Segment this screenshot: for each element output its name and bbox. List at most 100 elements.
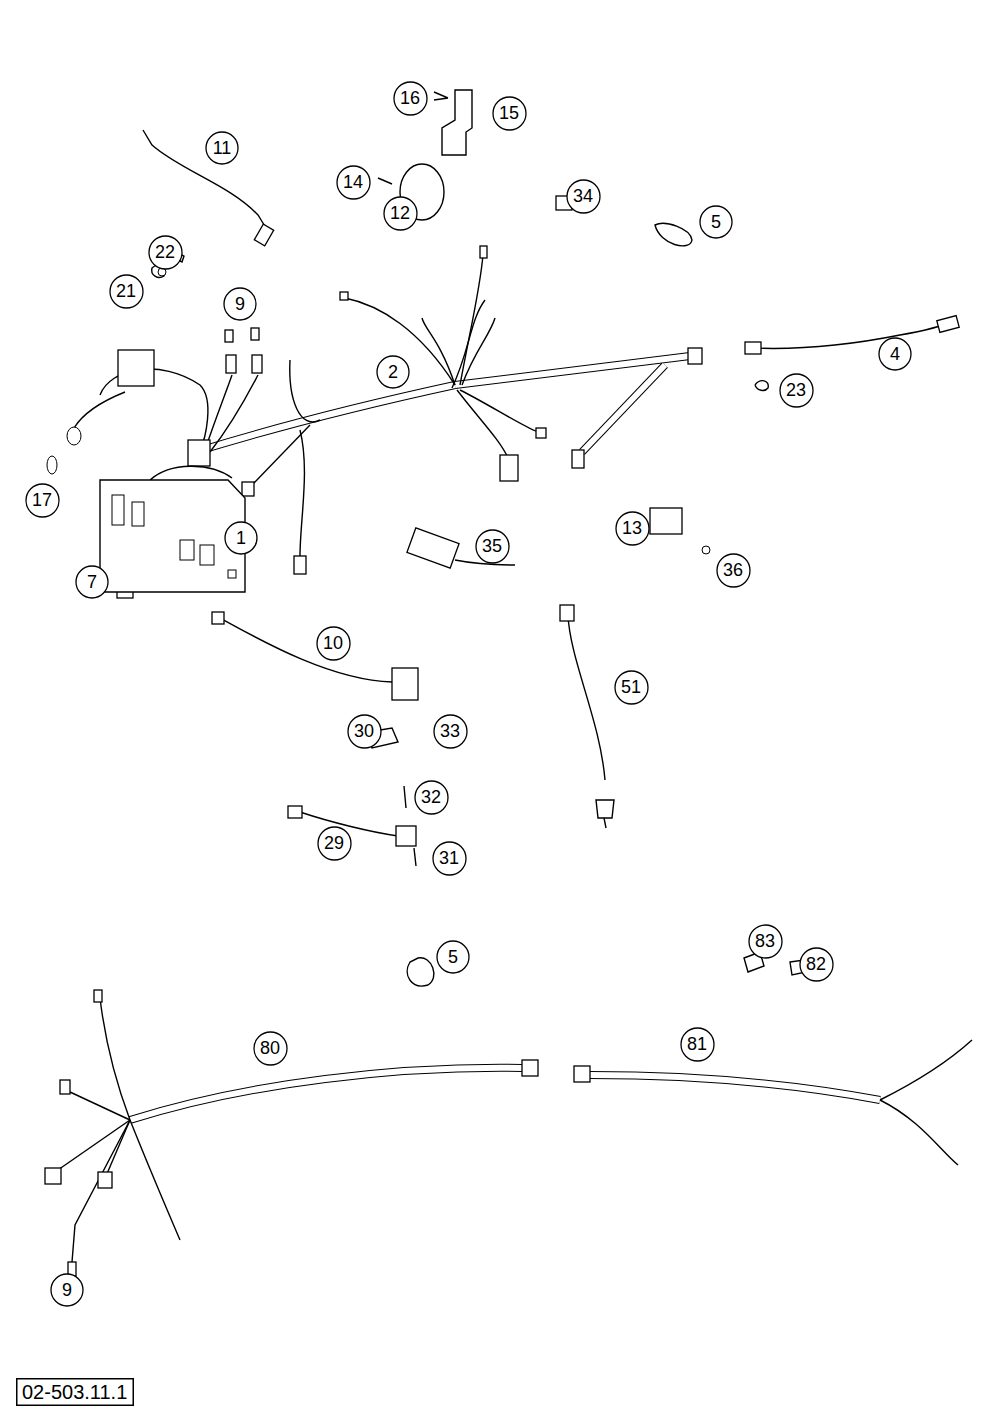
callout-number: 35 xyxy=(475,529,510,564)
wire-line xyxy=(462,318,495,385)
wire-line xyxy=(300,430,304,556)
callout-text: 34 xyxy=(573,187,593,205)
callout-number: 2 xyxy=(376,355,410,389)
callout-text: 22 xyxy=(155,243,175,261)
small-part xyxy=(158,268,166,276)
part-block xyxy=(118,350,154,386)
part-block xyxy=(226,355,236,373)
callout-text: 36 xyxy=(723,561,743,579)
small-part xyxy=(702,546,710,554)
plate-cutout xyxy=(200,545,214,565)
mounting-plate xyxy=(100,466,245,592)
part-block xyxy=(407,528,459,568)
callout-text: 31 xyxy=(439,849,459,867)
wire-line xyxy=(74,392,125,428)
callout-text: 51 xyxy=(621,678,641,696)
callout-number: 34 xyxy=(566,179,601,214)
wire-line xyxy=(880,1100,958,1165)
circle-outline xyxy=(76,566,108,598)
callout-number: 12 xyxy=(383,196,418,231)
callout-text: 11 xyxy=(213,139,232,157)
harness-sheaths-fill xyxy=(130,356,880,1120)
wire-line xyxy=(434,92,448,100)
callout-text: 1 xyxy=(236,529,246,547)
circle-outline xyxy=(780,374,813,407)
callout-number: 23 xyxy=(779,373,814,408)
circle-outline xyxy=(384,197,417,230)
callout-number: 16 xyxy=(393,81,428,116)
callout-number: 13 xyxy=(615,511,650,546)
callout-text: 4 xyxy=(890,345,900,363)
part-block xyxy=(45,1168,61,1184)
callout-text: 15 xyxy=(499,104,519,122)
callout-text: 9 xyxy=(62,1281,72,1299)
callout-number: 10 xyxy=(316,626,351,661)
circle-outline xyxy=(348,715,381,748)
part-block xyxy=(392,668,418,700)
callout-text: 81 xyxy=(687,1035,707,1053)
callout-text: 35 xyxy=(482,537,502,555)
callout-text: 82 xyxy=(806,955,826,973)
wire-line xyxy=(655,223,692,245)
callout-text: 12 xyxy=(390,204,410,222)
callout-text: 23 xyxy=(786,381,806,399)
plate-cutout xyxy=(112,495,124,525)
part-block xyxy=(572,450,584,468)
wire-line xyxy=(130,1120,180,1240)
part-block xyxy=(60,1080,70,1094)
callout-text: 16 xyxy=(400,89,420,107)
part-block xyxy=(937,316,959,333)
callout-number: 5 xyxy=(436,940,470,974)
wire-line xyxy=(378,178,392,184)
circle-outline xyxy=(110,275,143,308)
part-block xyxy=(212,612,224,624)
part-block xyxy=(294,556,306,574)
sheath-outline xyxy=(582,365,665,452)
circle-outline xyxy=(476,530,509,563)
callout-text: 30 xyxy=(354,722,374,740)
circle-outline xyxy=(681,1028,714,1061)
wire-line xyxy=(457,390,508,458)
circle-outline xyxy=(493,97,526,130)
part-block xyxy=(251,328,259,340)
wire-line xyxy=(205,375,232,450)
sheath-fill xyxy=(130,1068,522,1120)
wire-line xyxy=(72,1120,130,1262)
callout-number: 7 xyxy=(75,565,109,599)
part-block xyxy=(288,806,302,818)
circle-outline xyxy=(224,288,256,320)
wire-line xyxy=(106,1120,130,1176)
callout-number: 4 xyxy=(878,337,912,371)
wire-line xyxy=(460,390,538,432)
callout-number: 30 xyxy=(347,714,382,749)
callout-number: 80 xyxy=(253,1031,288,1066)
callout-number: 15 xyxy=(492,96,527,131)
circle-outline xyxy=(615,671,648,704)
sheath-fill xyxy=(582,365,665,452)
circle-outline xyxy=(879,338,911,370)
wire-line xyxy=(220,618,392,682)
circle-outline xyxy=(749,925,782,958)
callout-text: 9 xyxy=(235,295,245,313)
callout-number: 81 xyxy=(680,1027,715,1062)
circle-outline xyxy=(254,1032,287,1065)
part-block xyxy=(188,440,210,466)
circle-outline xyxy=(26,484,59,517)
callout-number: 31 xyxy=(432,841,467,876)
callout-text: 32 xyxy=(421,788,441,806)
wire-line xyxy=(290,360,320,422)
circle-outline xyxy=(337,166,370,199)
callout-text: 2 xyxy=(388,363,398,381)
callout-number: 82 xyxy=(799,947,834,982)
part-block xyxy=(650,508,682,534)
callout-number: 32 xyxy=(414,780,449,815)
callout-text: 13 xyxy=(622,519,642,537)
figure-number-box: 02-503.11.1 xyxy=(16,1378,134,1406)
circle-outline xyxy=(318,827,351,860)
callout-number: 11 xyxy=(205,131,239,165)
part-block xyxy=(340,292,348,300)
small-part xyxy=(67,427,81,445)
callout-number: 5 xyxy=(699,205,733,239)
